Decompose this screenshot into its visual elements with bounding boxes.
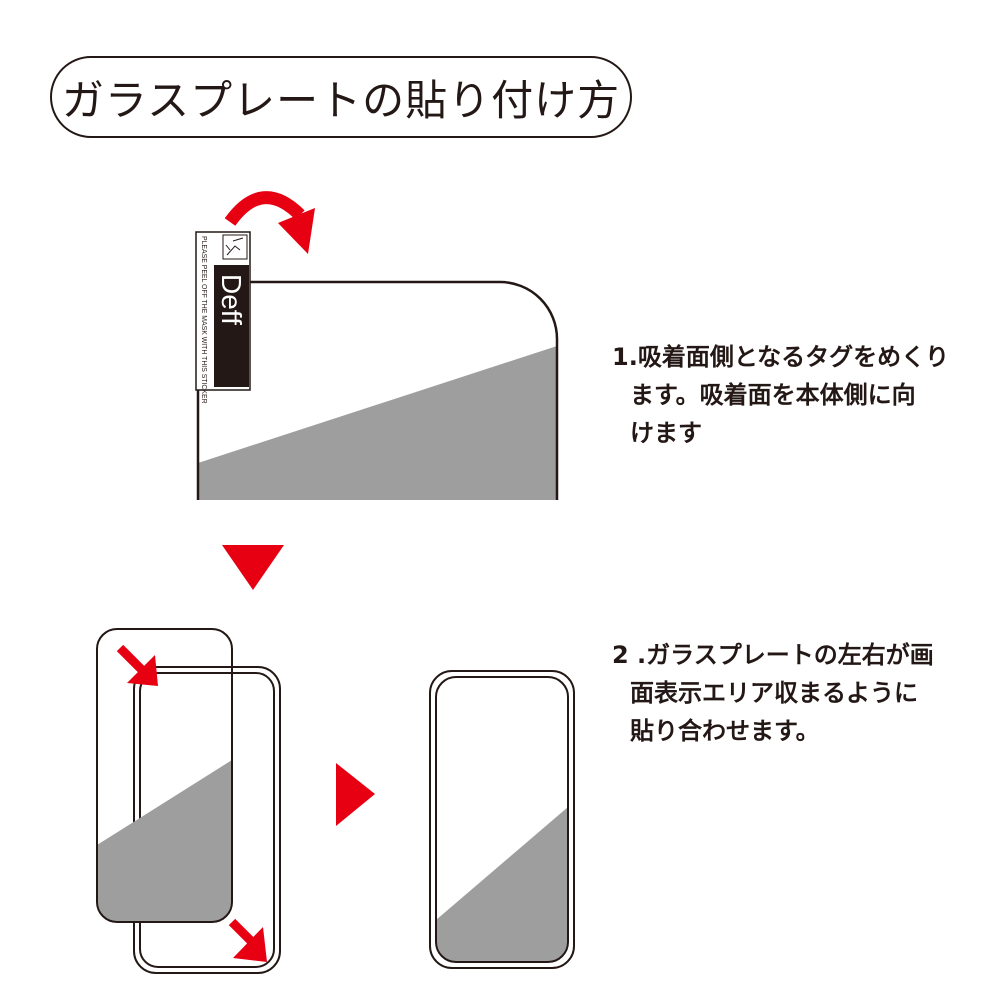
peel-instruction-text: PLEASE PEEL OFF THE MASK WITH THIS STICK… — [200, 236, 207, 404]
peel-tag[interactable]: Deff PLEASE PEEL OFF THE MASK WITH THIS … — [195, 231, 251, 404]
step-2-number: 2 . — [612, 641, 647, 669]
peel-hand-icon — [225, 237, 244, 256]
peel-tag-logo-band — [214, 265, 249, 387]
step-1-line-2: ます。吸着面を本体側に向 — [630, 381, 916, 409]
align-arrow-bottom-icon — [228, 918, 267, 962]
step-2-line-1: 2 .ガラスプレートの左右が画 — [612, 641, 934, 669]
curved-arrow-icon — [224, 191, 315, 254]
glass-plate-aligning-tinted — [97, 760, 232, 922]
step-1-number: 1. — [612, 343, 638, 371]
step-2-line-2: 面表示エリア収まるように — [630, 679, 918, 707]
right-arrow-icon — [336, 763, 375, 826]
step-1-line-1: 1.吸着面側となるタグをめくり — [612, 343, 950, 371]
glass-plate-top — [196, 280, 559, 500]
page-title: ガラスプレートの貼り付け方 — [61, 75, 621, 125]
align-arrow-top-icon — [116, 644, 158, 686]
device-with-glass-result — [429, 670, 575, 969]
deff-logo: Deff — [216, 274, 247, 325]
title-pill: ガラスプレートの貼り付け方 — [50, 56, 632, 138]
down-arrow-icon — [222, 545, 284, 590]
step-1-line-3: けます — [630, 419, 702, 447]
glass-plate-tinted-area — [198, 346, 557, 500]
step-1-text: 1.吸着面側となるタグをめくり ます。吸着面を本体側に向 けます — [612, 338, 949, 452]
step-2-line-3: 貼り合わせます。 — [630, 717, 820, 745]
glass-plate-aligning-outline — [96, 628, 233, 923]
result-tinted-area — [436, 807, 568, 962]
glass-plate-aligning — [96, 628, 233, 923]
peel-tag-icon-frame — [222, 234, 248, 260]
step-2-text: 2 .ガラスプレートの左右が画 面表示エリア収まるように 貼り合わせます。 — [612, 636, 934, 750]
